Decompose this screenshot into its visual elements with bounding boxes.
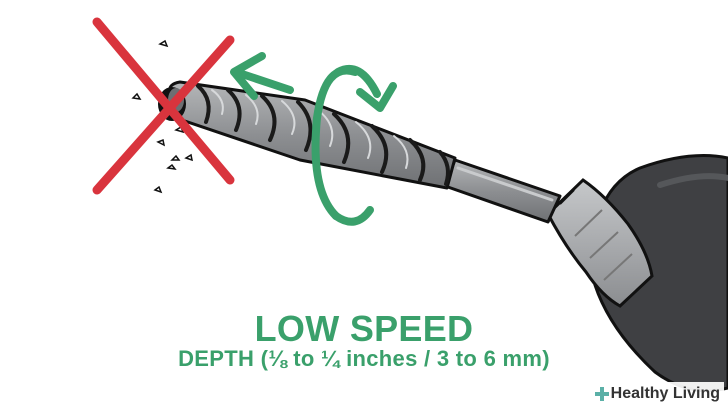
rotation-arrow-icon (311, 64, 397, 226)
speed-title: LOW SPEED (254, 308, 474, 349)
plus-icon (594, 387, 609, 401)
depth-subtitle: DEPTH (⅛ to ¼ inches / 3 to 6 mm) (178, 346, 550, 371)
drill-chuck (546, 178, 654, 308)
debris-flakes (131, 39, 193, 194)
drill-bit-shank (443, 158, 562, 224)
healthy-living-watermark: Healthy Living (592, 382, 724, 406)
arrow-left-icon (230, 52, 294, 100)
red-x-icon (92, 17, 235, 195)
watermark-text: Healthy Living (610, 385, 720, 402)
drill-bit-flute (163, 80, 457, 190)
